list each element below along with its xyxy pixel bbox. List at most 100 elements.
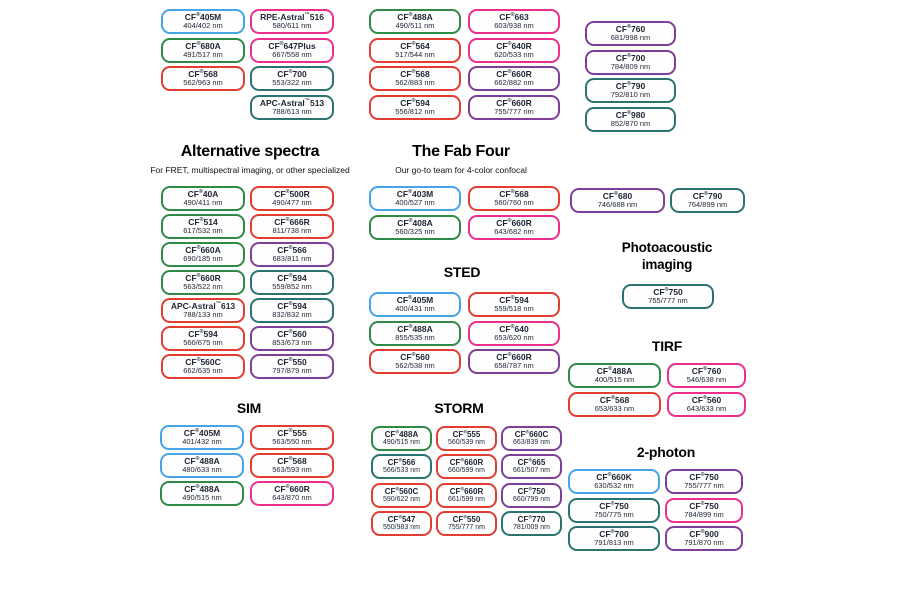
dye-name: CF®488A	[184, 484, 220, 495]
dye-name: CF®488A	[184, 456, 220, 467]
dye-name: CF®660R	[496, 352, 532, 363]
dye-name: CF®660R	[185, 273, 221, 284]
dye-name: APC-Astral™513	[259, 98, 325, 109]
dye-ex-em-wavelengths: 797/879 nm	[272, 366, 312, 376]
dye-ex-em-wavelengths: 764/899 nm	[687, 200, 728, 210]
dye-ex-em-wavelengths: 563/593 nm	[272, 465, 312, 475]
dye-ex-em-wavelengths: 560/760 nm	[494, 198, 534, 208]
dye-ex-em-wavelengths: 550/983 nm	[383, 524, 420, 532]
dye-ex-em-wavelengths: 663/839 nm	[513, 439, 550, 447]
section-title: STORM	[434, 400, 484, 416]
section-heading-photoacoustic: Photoacoustic imaging	[611, 240, 723, 274]
dye-ex-em-wavelengths: 681/998 nm	[610, 33, 651, 43]
dye-ex-em-wavelengths: 553/322 nm	[272, 78, 312, 88]
dye-ex-em-wavelengths: 480/633 nm	[182, 465, 222, 475]
dye-ex-em-wavelengths: 791/813 nm	[594, 538, 634, 548]
dye-name: CF®568	[188, 69, 218, 80]
dye-ex-em-wavelengths: 784/899 nm	[684, 510, 724, 520]
section-heading-alternative-spectra: Alternative spectra For FRET, multispect…	[150, 143, 349, 175]
dye-name: CF®547	[387, 514, 416, 524]
dye-name: CF®680A	[185, 41, 221, 52]
dye-ex-em-wavelengths: 490/511 nm	[395, 21, 435, 31]
dye-ex-em-wavelengths: 658/787 nm	[494, 361, 534, 371]
dye-ex-em-wavelengths: 832/832 nm	[272, 310, 312, 320]
section-subtitle: For FRET, multispectral imaging, or othe…	[150, 165, 350, 175]
dye-name: CF®660R	[496, 69, 532, 80]
dye-name: CF®568	[499, 189, 529, 200]
dye-name: CF®405M	[184, 12, 222, 23]
dye-name: CF®663	[499, 12, 529, 23]
dye-ex-em-wavelengths: 490/477 nm	[272, 198, 312, 208]
dye-ex-em-wavelengths: 400/515 nm	[594, 375, 635, 385]
dye-ex-em-wavelengths: 563/550 nm	[272, 437, 312, 447]
section-heading-storm: STORM	[434, 400, 484, 416]
dye-name: CF®560C	[185, 357, 221, 368]
dye-name: CF®403M	[396, 189, 434, 200]
section-heading-tirf: TIRF	[652, 338, 683, 354]
dye-name: CF®660C	[514, 429, 549, 439]
dye-ex-em-wavelengths: 580/611 nm	[272, 21, 312, 31]
dye-name: CF®900	[689, 529, 719, 540]
dye-name: CF®594	[277, 301, 307, 312]
dye-ex-em-wavelengths: 517/544 nm	[395, 50, 435, 60]
dye-ex-em-wavelengths: 781/009 nm	[513, 524, 550, 532]
dye-ex-em-wavelengths: 491/517 nm	[183, 50, 223, 60]
dye-ex-em-wavelengths: 404/402 nm	[183, 21, 223, 31]
dye-name: CF®566	[277, 245, 307, 256]
dye-name: CF®665	[517, 457, 546, 467]
section-heading-two-photon: 2-photon	[637, 444, 695, 460]
dye-name: CF®680	[602, 191, 633, 202]
section-heading-sim: SIM	[237, 400, 261, 416]
dye-name: CF®566	[387, 457, 416, 467]
dye-ex-em-wavelengths: 562/538 nm	[395, 361, 435, 371]
dye-name: CF®560C	[384, 486, 419, 496]
dye-ex-em-wavelengths: 750/775 nm	[594, 510, 634, 520]
dye-name: CF®568	[400, 69, 430, 80]
dye-name: CF®564	[400, 41, 430, 52]
dye-ex-em-wavelengths: 811/738 nm	[272, 226, 312, 236]
dye-name: CF®488A	[384, 429, 419, 439]
dye-ex-em-wavelengths: 855/535 nm	[395, 333, 435, 343]
dye-ex-em-wavelengths: 788/613 nm	[272, 107, 312, 117]
dye-ex-em-wavelengths: 755/777 nm	[684, 481, 724, 491]
dye-name: CF®700	[599, 529, 629, 540]
dye-name: CF®770	[517, 514, 546, 524]
dye-name: CF®640	[499, 324, 529, 335]
dye-ex-em-wavelengths: 559/852 nm	[272, 282, 312, 292]
dye-ex-em-wavelengths: 662/882 nm	[494, 78, 534, 88]
dye-ex-em-wavelengths: 755/777 nm	[494, 107, 534, 117]
section-subtitle: Our go-to team for 4-color confocal	[395, 165, 527, 175]
dye-name: CF®488A	[397, 12, 433, 23]
dye-ex-em-wavelengths: 560/675 nm	[183, 338, 223, 348]
dye-ex-em-wavelengths: 660/599 nm	[448, 467, 485, 475]
dye-name: CF®660R	[496, 98, 532, 109]
dye-name: CF®500R	[274, 189, 310, 200]
dye-ex-em-wavelengths: 653/633 nm	[594, 404, 635, 414]
dye-ex-em-wavelengths: 852/870 nm	[610, 119, 651, 129]
dye-name: CF®647Plus	[268, 41, 316, 52]
